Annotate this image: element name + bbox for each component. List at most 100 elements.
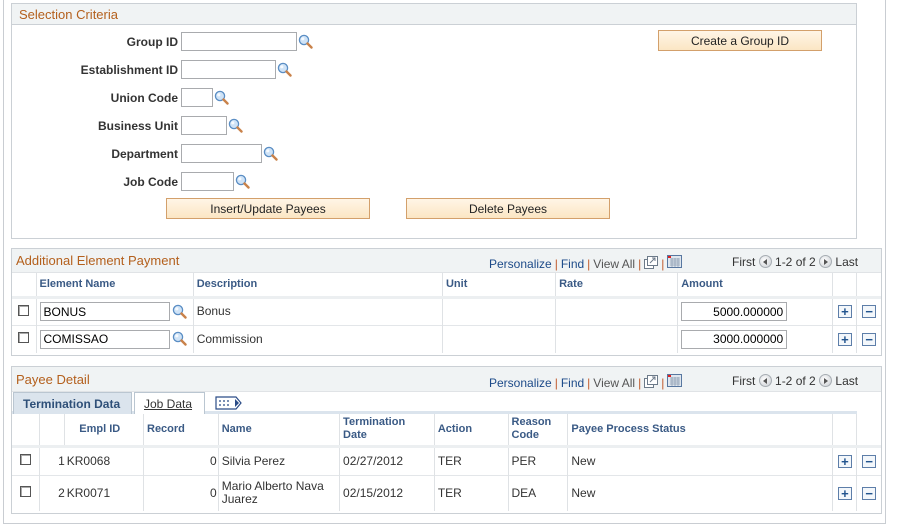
establishment-id-input[interactable] [181,60,276,79]
previous-arrow-icon[interactable] [758,374,772,387]
union-code-input[interactable] [181,88,213,107]
find-link[interactable]: Find [560,257,585,271]
department-lookup-icon[interactable] [263,146,278,161]
action-cell: TER [434,474,509,511]
empl-id-cell: KR0071 [64,474,144,511]
col-action[interactable]: Action [434,414,509,448]
unit-cell [442,296,557,325]
col-name[interactable]: Name [218,414,341,448]
business-unit-lookup-icon[interactable] [228,118,243,133]
download-excel-icon[interactable] [667,374,683,387]
status-cell: New [567,474,834,511]
tab-job-data[interactable]: Job Data [134,392,205,414]
termination-date-cell: 02/15/2012 [339,474,435,511]
next-arrow-icon[interactable] [819,255,833,268]
grid-title: Payee Detail [16,372,90,387]
row-number: 1 [39,445,65,475]
establishment-id-lookup-icon[interactable] [277,62,292,77]
col-payee-process-status[interactable]: Payee Process Status [567,414,834,448]
establishment-id-label: Establishment ID [80,63,178,77]
new-window-icon[interactable] [644,256,659,269]
element-lookup-icon[interactable] [172,331,187,346]
table-row: 1 KR0068 0 Silvia Perez 02/27/2012 TER P… [12,445,881,475]
first-link[interactable]: First [732,255,756,269]
add-row-icon[interactable]: + [837,305,852,319]
row-select-checkbox[interactable] [18,332,30,344]
previous-arrow-icon[interactable] [758,255,772,268]
personalize-link[interactable]: Personalize [489,376,552,390]
col-record[interactable]: Record [143,414,219,448]
last-link[interactable]: Last [835,374,859,388]
tab-termination-data[interactable]: Termination Data [13,392,132,414]
name-cell: Silvia Perez [218,445,341,475]
department-input[interactable] [181,144,262,163]
new-window-icon[interactable] [644,375,659,388]
amount-input[interactable] [681,302,788,321]
job-code-label: Job Code [123,175,178,189]
element-name-input[interactable] [39,329,170,349]
job-code-input[interactable] [181,172,234,191]
tab-strip: Termination Data Job Data [12,392,857,414]
department-label: Department [111,147,178,161]
termination-date-cell: 02/27/2012 [339,445,435,475]
view-all-link[interactable]: View All [593,376,636,390]
business-unit-label: Business Unit [97,119,178,133]
description-cell: Bonus [193,296,443,325]
show-all-columns-icon[interactable] [215,396,243,410]
delete-row-icon[interactable]: − [862,454,877,468]
add-row-icon[interactable]: + [837,454,852,468]
reason-code-cell: DEA [508,474,569,511]
insert-update-payees-button[interactable]: Insert/Update Payees [166,198,370,219]
row-select-checkbox[interactable] [20,454,32,465]
row-select-checkbox[interactable] [20,486,32,498]
next-arrow-icon[interactable] [819,374,833,387]
union-code-lookup-icon[interactable] [214,90,229,105]
group-id-input[interactable] [181,32,297,51]
row-select-checkbox[interactable] [18,304,30,316]
grid-toolbar: Personalize|Find|View All|| [489,255,683,271]
element-lookup-icon[interactable] [172,304,187,319]
view-all-link[interactable]: View All [593,257,636,271]
unit-cell [442,324,557,353]
delete-row-icon[interactable]: − [862,486,877,500]
action-cell: TER [434,445,509,475]
business-unit-input[interactable] [181,116,227,135]
download-excel-icon[interactable] [667,255,683,268]
add-row-icon[interactable]: + [837,332,852,346]
description-cell: Commission [193,324,443,353]
col-reason-code[interactable]: Reason Code [508,414,569,448]
record-cell: 0 [143,445,219,475]
personalize-link[interactable]: Personalize [489,257,552,271]
reason-code-cell: PER [508,445,569,475]
col-element-name[interactable]: Element Name [36,273,194,299]
row-number: 2 [39,474,65,511]
find-link[interactable]: Find [560,376,585,390]
create-group-id-button[interactable]: Create a Group ID [658,30,822,51]
col-unit[interactable]: Unit [442,273,557,299]
name-cell: Mario Alberto Nava Juarez [218,474,341,511]
last-link[interactable]: Last [835,255,859,269]
delete-row-icon[interactable]: − [862,332,877,346]
col-termination-date[interactable]: Termination Date [339,414,435,448]
row-range: 1-2 of 2 [775,255,816,269]
grid-toolbar: Personalize|Find|View All|| [489,374,683,390]
amount-input[interactable] [681,329,788,349]
add-row-icon[interactable]: + [837,486,852,500]
delete-row-icon[interactable]: − [862,305,877,319]
delete-payees-button[interactable]: Delete Payees [406,198,610,219]
payee-detail-grid: Payee Detail Personalize|Find|View All||… [11,366,882,514]
rate-cell [555,296,679,325]
col-empl-id[interactable]: Empl ID [64,414,144,448]
first-link[interactable]: First [732,374,756,388]
table-row: 2 KR0071 0 Mario Alberto Nava Juarez 02/… [12,474,881,511]
table-row: Bonus + − [12,296,881,325]
group-id-lookup-icon[interactable] [298,34,313,49]
col-rate[interactable]: Rate [555,273,679,299]
col-description[interactable]: Description [193,273,443,299]
status-cell: New [567,445,834,475]
rate-cell [555,324,679,353]
element-name-input[interactable] [39,302,170,321]
col-amount[interactable]: Amount [677,273,834,299]
union-code-label: Union Code [110,91,178,105]
job-code-lookup-icon[interactable] [235,174,250,189]
